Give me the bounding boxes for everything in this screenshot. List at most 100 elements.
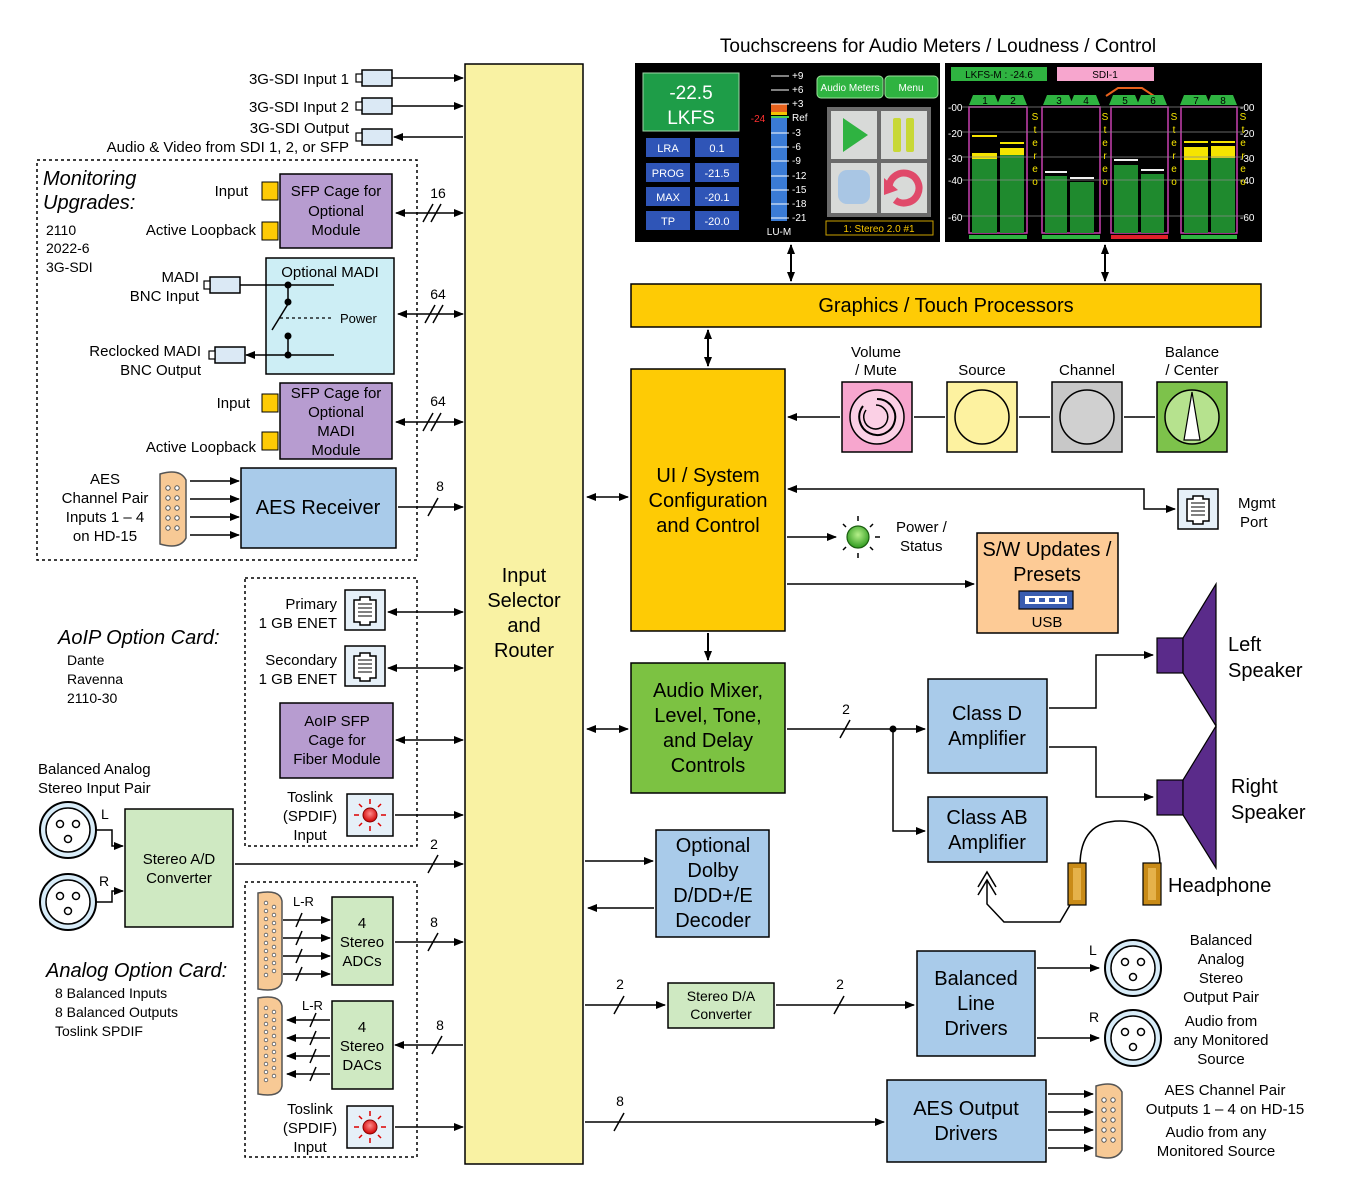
secondary-ethernet-port-icon <box>344 645 386 687</box>
channel-tab-1[interactable]: 1 <box>969 95 999 107</box>
analog-toslink-2: (SPDIF) <box>283 1120 337 1137</box>
sfp2-label-3: MADI <box>317 423 355 440</box>
channel-tab-7[interactable]: 7 <box>1180 95 1210 107</box>
madi-in-label-2: BNC Input <box>130 288 200 305</box>
source-knob[interactable] <box>946 381 1018 453</box>
channel-tab-4[interactable]: 4 <box>1070 95 1100 107</box>
sdi-input-1-label: 3G-SDI Input 1 <box>249 71 349 88</box>
bus-width-8-adc: 8 <box>430 914 438 930</box>
adc-lr-label: L-R <box>293 894 314 909</box>
headphone-jack-icon <box>977 870 1071 923</box>
sdi-output-note: Audio & Video from SDI 1, 2, or SFP <box>107 139 349 156</box>
da-label-2: Converter <box>690 1006 752 1022</box>
adc-label-2: Stereo <box>340 934 384 951</box>
channel-label-3: 3 <box>1056 96 1062 107</box>
source-label: Source <box>958 362 1006 379</box>
usb-port-icon <box>1018 590 1074 610</box>
scale-label-6: -6 <box>792 142 801 153</box>
volume-mute-knob[interactable] <box>841 381 913 453</box>
preset-status-label: 1: Stereo 2.0 #1 <box>843 224 915 235</box>
play-button[interactable] <box>831 111 877 159</box>
balance-center-knob[interactable] <box>1156 381 1228 453</box>
stereo-letter-1a: S <box>1032 112 1039 123</box>
adc-db25-icon <box>257 891 283 991</box>
channel-knob[interactable] <box>1051 381 1123 453</box>
line-drivers-label-1: Balanced <box>934 968 1017 990</box>
audio-meters-button[interactable]: Audio Meters <box>816 75 884 99</box>
bus-width-8-aes-out: 8 <box>616 1093 624 1109</box>
scale-label-11: -21 <box>792 213 807 224</box>
channel-tab-3[interactable]: 3 <box>1043 95 1073 107</box>
stereo-da-converter-box <box>667 982 775 1029</box>
aoip-item-2: Ravenna <box>67 671 123 687</box>
channel-label-8: 8 <box>1220 96 1226 107</box>
channel-tab-2[interactable]: 2 <box>997 95 1027 107</box>
s2-scale-left-2: -20 <box>948 129 963 140</box>
aoip-secondary-2: 1 GB ENET <box>259 671 337 688</box>
menu-button[interactable]: Menu <box>884 75 939 99</box>
sw-updates-label-2: Presets <box>1013 564 1081 586</box>
scale-label-3: +3 <box>792 99 804 110</box>
stereo-letter-1f: o <box>1032 177 1038 188</box>
bus-width-8-dac: 8 <box>436 1017 444 1033</box>
stereo-letter-1e: e <box>1032 164 1038 175</box>
scale-label-2: +6 <box>792 85 804 96</box>
adc-label-3: ADCs <box>342 953 381 970</box>
monitored-label-2: any Monitored <box>1173 1032 1268 1049</box>
line-drivers-r-label: R <box>1089 1009 1099 1025</box>
analog-out-label-3: Stereo <box>1199 970 1243 987</box>
analog-card-frame <box>244 881 418 1158</box>
analog-card-title: Analog Option Card: <box>45 960 227 982</box>
s2-scale-left-1: -00 <box>948 103 963 114</box>
stop-button[interactable] <box>831 163 877 213</box>
loudness-value: -22.5 <box>669 83 712 104</box>
stereo-letter-4c: e <box>1240 138 1246 149</box>
channel-label-2: 2 <box>1010 96 1016 107</box>
channel-tab-6[interactable]: 6 <box>1137 95 1167 107</box>
monitoring-std-3: 3G-SDI <box>46 259 93 275</box>
sfp2-label-4: Module <box>311 442 360 459</box>
aoip-secondary-1: Secondary <box>265 652 337 669</box>
mgmt-label-1: Mgmt <box>1238 495 1276 512</box>
madi-in-label-1: MADI <box>162 269 200 286</box>
xlr-input-right-icon <box>39 873 97 931</box>
meter-row-label-2: PROG <box>652 168 684 180</box>
aoip-sfp-label-3: Fiber Module <box>293 751 381 768</box>
sdi2-bnc-icon <box>355 97 393 115</box>
meter-row-value-3: -20.1 <box>704 192 729 204</box>
bus-width-2-da-in: 2 <box>616 976 624 992</box>
aes-in-label-1: AES <box>90 471 120 488</box>
aes-receiver-label: AES Receiver <box>256 497 381 519</box>
channel-label-4: 4 <box>1083 96 1089 107</box>
aoip-card-frame <box>244 577 418 847</box>
touchscreen-meters-2: LKFS-M : -24.6 SDI-1 1 2 3 4 5 6 7 8 -00… <box>945 63 1262 242</box>
aes-out-desc-1: AES Channel Pair <box>1165 1082 1286 1099</box>
monitoring-title-2: Upgrades: <box>43 192 135 214</box>
sfp1-loopback-label: Active Loopback <box>146 222 257 239</box>
meter-row-value-1: 0.1 <box>709 143 724 155</box>
router-label-3: and <box>507 615 540 637</box>
right-speaker-label-2: Speaker <box>1231 802 1306 824</box>
sdi-input-2-label: 3G-SDI Input 2 <box>249 99 349 116</box>
reset-button[interactable] <box>881 163 927 213</box>
stereo-letter-4a: S <box>1240 112 1247 123</box>
monitoring-std-2: 2022-6 <box>46 240 90 256</box>
stereo-adcs-box <box>331 896 394 986</box>
pause-button[interactable] <box>881 111 927 159</box>
meter-row-value-2: -21.5 <box>704 168 729 180</box>
aoip-toslink-2: (SPDIF) <box>283 808 337 825</box>
dolby-label-3: D/DD+/E <box>673 885 752 907</box>
meter-unit-label: LU-M <box>767 227 791 238</box>
scale-label-8: -12 <box>792 171 807 182</box>
dac-label-1: 4 <box>358 1019 366 1036</box>
primary-ethernet-port-icon <box>344 589 386 631</box>
ad-converter-label-2: Converter <box>146 870 212 887</box>
madi-out-label-2: BNC Output <box>120 362 202 379</box>
stereo-letter-3d: r <box>1172 151 1176 162</box>
s2-scale-left-3: -30 <box>948 154 963 165</box>
touchscreen-meters-1: -22.5 LKFS LRA 0.1 PROG -21.5 MAX -20.1 … <box>635 63 940 242</box>
channel-tab-8[interactable]: 8 <box>1207 95 1237 107</box>
xlr-output-right-icon <box>1104 1009 1162 1067</box>
channel-tab-5[interactable]: 5 <box>1109 95 1139 107</box>
